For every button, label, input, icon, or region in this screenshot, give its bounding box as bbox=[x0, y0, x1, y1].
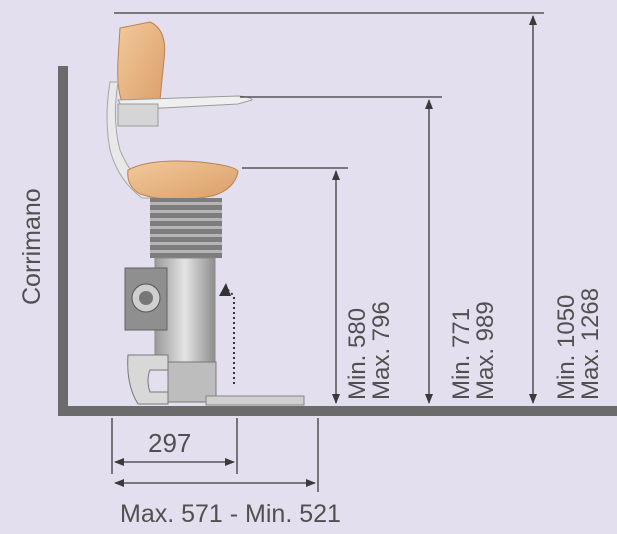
backrest bbox=[117, 21, 166, 111]
seat-height-min-label: Min. 580 bbox=[344, 307, 371, 400]
carriage bbox=[167, 361, 217, 403]
armrest-hinge bbox=[117, 103, 159, 127]
seat bbox=[127, 160, 239, 201]
back-frame bbox=[106, 81, 156, 199]
fold-arrowhead bbox=[219, 283, 231, 296]
armrest-height-min-label: Min. 771 bbox=[448, 307, 475, 400]
wall bbox=[58, 66, 68, 416]
fold-path bbox=[225, 287, 235, 384]
floor bbox=[58, 406, 617, 416]
handrail-label: Corrimano bbox=[18, 188, 46, 305]
armrest-height-max-label: Max. 989 bbox=[472, 301, 499, 400]
seat-width-label: 297 bbox=[148, 428, 192, 458]
total-height-min-label: Min. 1050 bbox=[553, 294, 580, 400]
bellows bbox=[150, 198, 222, 258]
footrest bbox=[205, 395, 305, 406]
stairlift-illustration bbox=[106, 21, 305, 406]
seat-height-max-label: Max. 796 bbox=[368, 301, 395, 400]
total-height-max-label: Max. 1268 bbox=[577, 287, 604, 400]
total-width-label: Max. 571 - Min. 521 bbox=[120, 500, 341, 528]
carriage-hook bbox=[127, 354, 169, 405]
